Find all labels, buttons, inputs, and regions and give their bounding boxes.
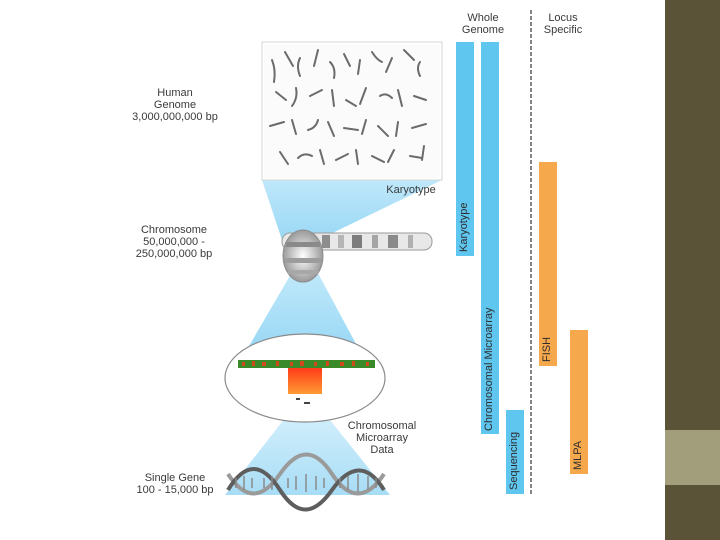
header-whole-genome-line1: Whole xyxy=(467,12,499,24)
label-human-genome-line2: Genome xyxy=(153,99,197,111)
zoom-beam-karyotype xyxy=(262,180,442,240)
bar-karyotype xyxy=(456,42,474,256)
side-accent xyxy=(665,430,720,485)
caption-microarray-line2: Microarray xyxy=(356,432,408,444)
bar-label-chromosomal-microarray: Chromosomal Microarray xyxy=(483,307,495,431)
bar-label-karyotype: Karyotype xyxy=(458,202,470,252)
bar-label-sequencing: Sequencing xyxy=(508,431,520,490)
header-locus-specific-line1: Locus xyxy=(548,12,578,24)
chromosome-graphic xyxy=(281,229,433,283)
caption-microarray-data: Chromosomal Microarray Data xyxy=(340,420,424,456)
label-chromosome-line3: 250,000,000 bp xyxy=(135,248,213,260)
label-single-gene-line2: 100 - 15,000 bp xyxy=(136,484,214,496)
microarray-ellipse xyxy=(224,333,386,423)
label-human-genome: Human Genome 3,000,000,000 bp xyxy=(118,87,232,123)
dna-helix xyxy=(226,452,386,512)
label-chromosome-line2: 50,000,000 - xyxy=(143,236,205,248)
bar-label-mlpa: MLPA xyxy=(572,440,584,470)
header-locus-specific: Locus Specific xyxy=(530,12,596,36)
label-single-gene: Single Gene 100 - 15,000 bp xyxy=(118,472,232,496)
bar-fish xyxy=(539,162,557,366)
bar-sequencing xyxy=(506,410,524,494)
label-human-genome-line1: Human xyxy=(157,87,193,99)
bar-label-fish: FISH xyxy=(541,336,553,362)
label-single-gene-line1: Single Gene xyxy=(144,472,206,484)
label-chromosome-line1: Chromosome xyxy=(140,224,208,236)
bar-mlpa xyxy=(570,330,588,474)
bar-chromosomal-microarray xyxy=(481,42,499,434)
label-human-genome-line3: 3,000,000,000 bp xyxy=(132,111,218,123)
caption-microarray-line1: Chromosomal xyxy=(347,420,417,432)
header-whole-genome-line2: Genome xyxy=(461,24,505,36)
label-chromosome: Chromosome 50,000,000 - 250,000,000 bp xyxy=(116,224,232,260)
caption-microarray-line3: Data xyxy=(370,444,394,456)
caption-karyotype: Karyotype xyxy=(378,184,444,196)
karyotype-image xyxy=(261,41,443,181)
caption-karyotype-text: Karyotype xyxy=(386,184,436,196)
header-whole-genome: Whole Genome xyxy=(450,12,516,36)
header-locus-specific-line2: Specific xyxy=(543,24,583,36)
